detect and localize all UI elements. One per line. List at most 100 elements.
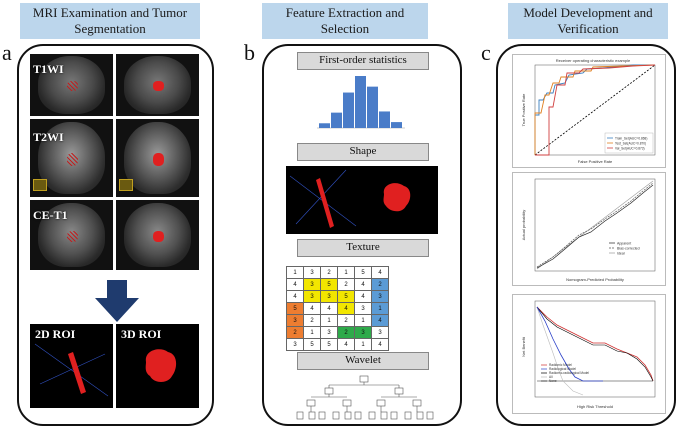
wavelet-tree — [296, 375, 434, 420]
texture-cell: 5 — [286, 302, 304, 315]
sequence-label-t1: T1WI — [33, 62, 64, 76]
shape-image — [286, 166, 438, 234]
texture-cell: 4 — [337, 302, 355, 315]
texture-cell: 2 — [303, 314, 321, 327]
texture-cell: 1 — [354, 314, 372, 327]
texture-cell: 2 — [320, 266, 338, 279]
dca-plot: Radiomic Model Radiological Model Radiom… — [512, 294, 666, 414]
mri-t2-segmented — [116, 119, 199, 197]
texture-cell: 4 — [303, 302, 321, 315]
texture-cell: 3 — [286, 314, 304, 327]
texture-cell: 5 — [303, 338, 321, 351]
cal-legend-1: Bias-corrected — [617, 247, 640, 251]
texture-cell: 1 — [320, 314, 338, 327]
texture-cell: 4 — [354, 290, 372, 303]
section-wavelet: Wavelet — [297, 352, 429, 370]
section-texture: Texture — [297, 239, 429, 257]
section-shape: Shape — [297, 143, 429, 161]
down-arrow-icon — [95, 280, 139, 322]
texture-cell: 3 — [303, 278, 321, 291]
roi-3d-label: 3D ROI — [121, 327, 162, 341]
histogram-bar — [331, 112, 342, 128]
panel-letter-b: b — [244, 40, 255, 65]
texture-cell: 5 — [337, 290, 355, 303]
histogram-bar — [319, 123, 330, 128]
mri-t1-coronal — [30, 54, 113, 116]
texture-cell: 1 — [354, 338, 372, 351]
texture-cell: 4 — [371, 266, 389, 279]
texture-cell: 5 — [320, 338, 338, 351]
dca-legend-0: Radiomic Model — [549, 363, 572, 367]
dca-legend-1: Radiological Model — [549, 367, 576, 371]
roc-xlabel: False Positive Rate — [578, 159, 613, 164]
texture-cell: 2 — [337, 278, 355, 291]
dca-legend-3: All — [549, 375, 553, 379]
roc-plot: Receiver operating characteristic exampl… — [512, 54, 666, 168]
roc-legend-2: Val_Set(AUC=0.873) — [615, 147, 645, 151]
texture-cell: 4 — [337, 338, 355, 351]
texture-cell: 4 — [286, 290, 304, 303]
cal-ylabel: Actual probability — [521, 210, 526, 240]
texture-cell: 4 — [371, 314, 389, 327]
panel-c: Receiver operating characteristic exampl… — [496, 44, 676, 426]
header-b: Feature Extraction and Selection — [262, 3, 428, 39]
panel-a: T1WI T2WI CE-T1 2D ROI 3D ROI — [17, 44, 214, 426]
texture-cell: 4 — [354, 278, 372, 291]
header-b-text: Feature Extraction and Selection — [285, 5, 405, 36]
roc-title: Receiver operating characteristic exampl… — [556, 58, 631, 63]
histogram-chart — [317, 76, 405, 129]
histogram-bar — [367, 86, 378, 128]
roc-legend-0: Train_Set(AUC=0.868) — [615, 137, 647, 141]
mri-t2-coronal — [30, 119, 113, 197]
cal-legend-0: Apparent — [617, 242, 631, 246]
mri-t1-segmented — [116, 54, 199, 116]
texture-cell: 3 — [354, 326, 372, 339]
texture-cell: 4 — [320, 302, 338, 315]
texture-cell: 1 — [337, 266, 355, 279]
roi-3d-image: 3D ROI — [116, 324, 199, 408]
header-c-text: Model Development and Verification — [523, 5, 653, 36]
texture-cell: 1 — [303, 326, 321, 339]
calibration-plot: Apparent Bias-corrected Ideal Nomogram-P… — [512, 172, 666, 286]
mri-cet1-coronal — [30, 200, 113, 270]
header-c: Model Development and Verification — [508, 3, 668, 39]
histogram-bar — [355, 76, 366, 128]
histogram-bar — [391, 122, 402, 128]
histogram-bar — [379, 111, 390, 128]
header-a: MRI Examination and Tumor Segmentation — [20, 3, 200, 39]
texture-cell: 4 — [286, 278, 304, 291]
cal-legend-2: Ideal — [617, 252, 625, 256]
dca-ylabel: Net Benefit — [521, 336, 526, 357]
texture-cell: 3 — [371, 290, 389, 303]
texture-cell: 3 — [320, 326, 338, 339]
texture-cell: 4 — [371, 338, 389, 351]
header-a-text: MRI Examination and Tumor Segmentation — [32, 5, 188, 36]
texture-cell: 2 — [337, 314, 355, 327]
histogram-bar — [343, 92, 354, 128]
texture-cell: 3 — [320, 290, 338, 303]
dca-legend-2: Radiomic-radiological Model — [549, 371, 589, 375]
section-first-order: First-order statistics — [297, 52, 429, 70]
texture-cell: 3 — [354, 302, 372, 315]
roi-2d-image: 2D ROI — [30, 324, 113, 408]
texture-cell: 5 — [354, 266, 372, 279]
texture-cell: 2 — [286, 326, 304, 339]
texture-cell: 1 — [371, 302, 389, 315]
sequence-label-cet1: CE-T1 — [33, 208, 68, 222]
texture-cell: 2 — [371, 278, 389, 291]
sequence-label-t2: T2WI — [33, 130, 64, 144]
texture-cell: 5 — [320, 278, 338, 291]
texture-cell: 3 — [371, 326, 389, 339]
dca-legend-4: None — [549, 379, 557, 383]
dca-xlabel: High Risk Threshold — [577, 404, 613, 409]
panel-letter-c: c — [481, 40, 491, 65]
mri-cet1-segmented — [116, 200, 199, 270]
cal-xlabel: Nomogram-Predicted Probability — [566, 277, 624, 282]
panel-letter-a: a — [2, 40, 12, 65]
roc-legend-1: Test_Set(AUC=0.870) — [615, 142, 646, 146]
texture-cell: 1 — [286, 266, 304, 279]
texture-cell: 2 — [337, 326, 355, 339]
texture-cell: 3 — [303, 290, 321, 303]
